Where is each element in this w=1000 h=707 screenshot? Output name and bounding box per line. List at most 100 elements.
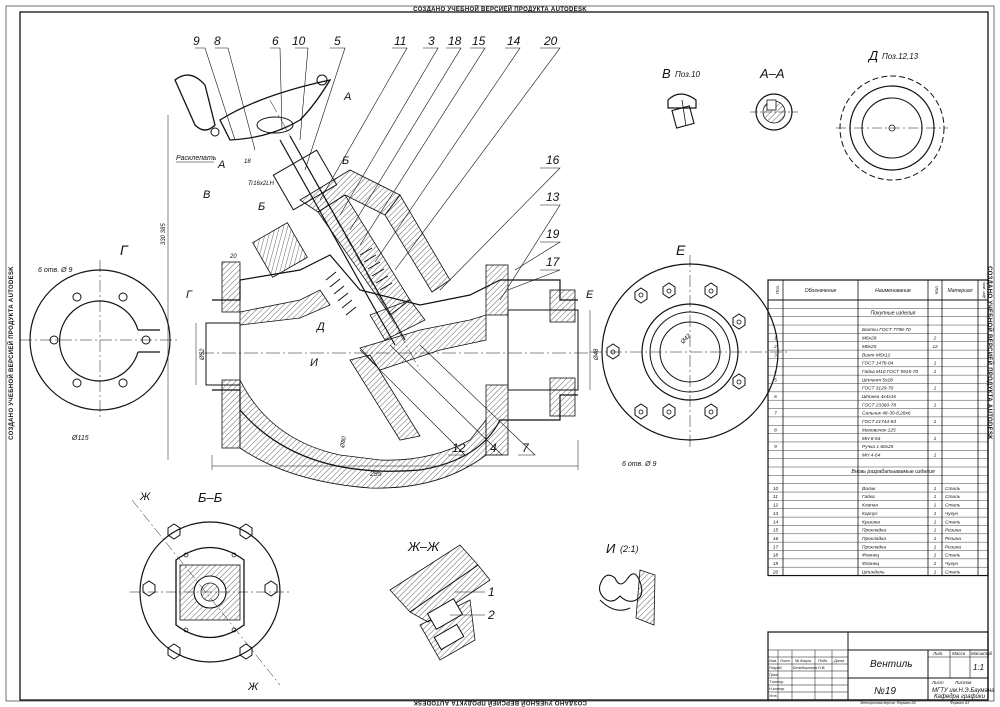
view-g: Г 6 отв. Ø 9 Ø115 [20,242,180,442]
spec-row-pos: 20 [772,569,779,575]
spec-header-material: Материал [947,288,972,294]
spec-section-title: Покупные изделия [871,311,916,317]
spec-row-qty: 1 [934,494,937,500]
section-aa-title: А–А [759,66,785,81]
spec-row-name: Фланец [862,561,879,567]
zh-callout-2: 2 [487,608,495,622]
tb-org2: Кафедра графики [934,694,986,700]
view-v-pos: Поз.10 [675,70,701,79]
spec-row-pos: 3 [774,352,777,358]
spec-row-qty: 1 [934,452,937,458]
spec-row-material: Сталь [945,553,961,559]
section-zhzh-title: Ж–Ж [407,539,440,554]
spec-header-pos: Поз. [775,285,780,294]
spec-row-name: ГОСТ 21744-83 [862,419,896,425]
spec-row-name: Шплинт 5х28 [862,377,893,383]
callout-12: 12 [452,441,466,455]
spec-header-qty: Кол. [934,285,939,294]
spec-row-qty: 1 [934,386,937,392]
spec-row-qty: 12 [932,344,938,350]
dim-d48: Ø48 [594,348,600,361]
spec-row-name: ГОСТ 23360-78 [862,402,896,408]
marker-g: Г [186,289,193,301]
main-section-view [167,74,591,489]
tb-h-date: Дата [833,659,844,663]
callout-7: 7 [522,441,530,455]
spec-row-name: МН 8-64 [862,436,881,442]
note-dim18: 18 [244,159,251,165]
tb-sheets-label: Листов [954,680,972,685]
spec-row-name: Прокладка [862,528,886,534]
callout-6: 6 [272,34,279,48]
spec-section-title: Вновь разрабатываемые изделия [851,469,934,475]
dim-20: 20 [229,254,237,260]
section-bb: Б–Б Ж Ж [130,490,290,693]
note-holes-right: 6 отв. Ø 9 [622,461,656,468]
spec-row-qty: 1 [934,486,937,492]
spec-row-qty: 1 [934,402,937,408]
callout-8: 8 [214,34,221,48]
dim-height: 330 385 [161,223,167,245]
tb-mass-label: Масса [952,651,966,656]
spec-row-material: Сталь [945,569,961,575]
marker-zh-bottom: Ж [247,681,259,693]
spec-row-qty: 1 [934,544,937,550]
spec-row-pos: 9 [774,444,777,450]
spec-row-pos: 2 [773,344,777,350]
view-e: Е Ø42 6 отв. Ø 9 [590,242,790,468]
spec-row-material: Чугун [945,561,958,567]
spec-row-name: Корпус [862,511,878,517]
tb-nkontr: Н.контр. [769,687,785,691]
view-d-title: Д [867,48,878,63]
callout-5: 5 [334,34,341,48]
marker-e: Е [586,289,594,301]
note-thread: Tr16x2LH [248,181,275,187]
spec-row-pos: 1 [774,336,777,342]
spec-row-qty: 1 [934,419,937,425]
callout-14: 14 [507,34,521,48]
spec-row-pos: 15 [773,528,779,534]
spec-row-material: Резина [945,528,961,534]
tb-author: Бенедиктова Н.В. [793,666,825,670]
spec-row-material: Сталь [945,503,961,509]
spec-row-qty: 1 [934,361,937,367]
watermark-right: СОЗДАНО УЧЕБНОЙ ВЕРСИЕЙ ПРОДУКТА AUTODES… [986,266,994,440]
sheet-frame [5,5,995,702]
spec-row-pos: 13 [773,511,779,517]
watermark-bottom: СОЗДАНО УЧЕБНОЙ ВЕРСИЕЙ ПРОДУКТА AUTODES… [413,699,587,707]
tb-h-podp: Подп. [818,659,828,663]
spec-row-material: Чугун [945,511,958,517]
callout-16: 16 [546,153,560,167]
callout-18: 18 [448,34,462,48]
spec-row-pos: 14 [773,519,779,525]
spec-row-qty: 1 [934,553,937,559]
spec-row-pos: 16 [773,536,779,542]
marker-b-left: Б [258,201,265,213]
view-e-title: Е [676,242,686,258]
section-aa: А–А [750,66,798,131]
spec-row-pos: 10 [773,486,779,492]
tb-name: Вентиль [870,659,913,670]
spec-row-name: Ручка 1 60х25 [862,444,894,450]
dim-d42: Ø42 [679,333,692,346]
spec-row-pos: 17 [773,544,779,550]
view-v: В Поз.10 [662,66,701,129]
marker-v: В [203,189,210,201]
tb-number: №19 [874,686,896,697]
spec-row-qty: 1 [934,528,937,534]
spec-row-qty: 2 [933,336,937,342]
spec-row-pos: 11 [773,494,778,500]
spec-row-name: Шпиндель [862,569,885,575]
dim-d115: Ø115 [71,435,89,442]
section-zhzh: Ж–Ж 1 2 [389,539,495,661]
marker-a-left: А [217,159,225,171]
spec-row-name: Винт М5х12 [862,352,891,358]
spec-row-name: М8х25 [862,344,877,350]
spec-row-name: Болты ГОСТ 7798-70 [862,327,911,333]
spec-row-qty: 1 [934,519,937,525]
spec-row-name: Фланец [862,553,879,559]
callout-15: 15 [472,34,486,48]
dim-d80: Ø80 [340,435,348,449]
